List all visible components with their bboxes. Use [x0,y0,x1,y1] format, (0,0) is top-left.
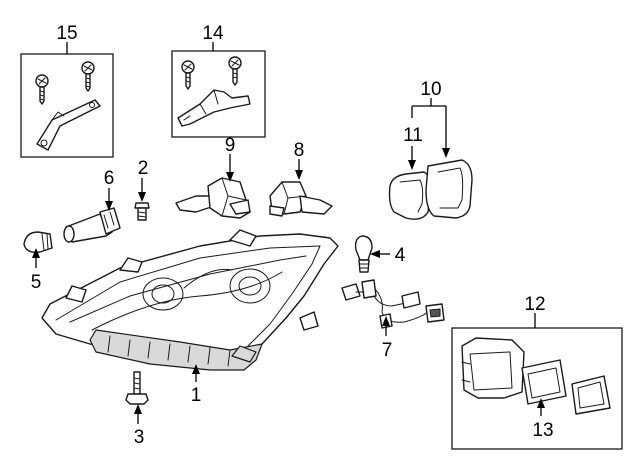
screw-icon [228,56,242,86]
part-8-highbeam-bulb[interactable] [269,181,333,217]
callout-9: 9 [225,135,236,156]
callout-8: 8 [294,140,305,161]
part-9-headlamp-bulb[interactable] [175,177,251,219]
callout-1: 1 [191,385,202,406]
part-6-bulb-socket[interactable] [63,207,121,243]
part-15-screw-bracket-kit[interactable] [20,53,114,158]
bracket-icon [177,89,251,127]
screw-icon [35,74,49,105]
screw-icon [81,61,95,92]
part-14-screw-bracket-kit[interactable] [171,50,266,138]
part-10-11-headlamp-caps[interactable] [388,159,473,220]
callout-3: 3 [134,427,145,448]
callout-4: 4 [395,245,406,266]
part-3-mounting-bolt[interactable] [125,371,149,405]
leader-lines [32,42,545,424]
callout-7: 7 [382,340,393,361]
callout-labels: 15 14 10 11 9 8 2 6 4 5 12 7 1 3 13 [31,23,554,448]
callout-5: 5 [31,272,42,293]
part-5-side-marker-bulb[interactable] [23,231,53,254]
callout-15: 15 [56,23,77,44]
callout-2: 2 [138,158,149,179]
part-13-control-unit[interactable] [521,359,611,415]
part-2-bolt[interactable] [134,202,150,221]
callout-13: 13 [532,420,553,441]
screw-icon [181,60,195,90]
callout-6: 6 [104,168,115,189]
callout-14: 14 [202,23,224,44]
part-1-headlamp-assembly[interactable] [41,229,339,371]
bracket-icon [36,99,101,151]
part-7-wiring-harness[interactable] [341,279,445,329]
callout-10: 10 [420,79,441,100]
part-4-turn-signal-bulb[interactable] [354,235,373,273]
callout-12: 12 [524,294,545,315]
callout-11: 11 [403,125,423,146]
